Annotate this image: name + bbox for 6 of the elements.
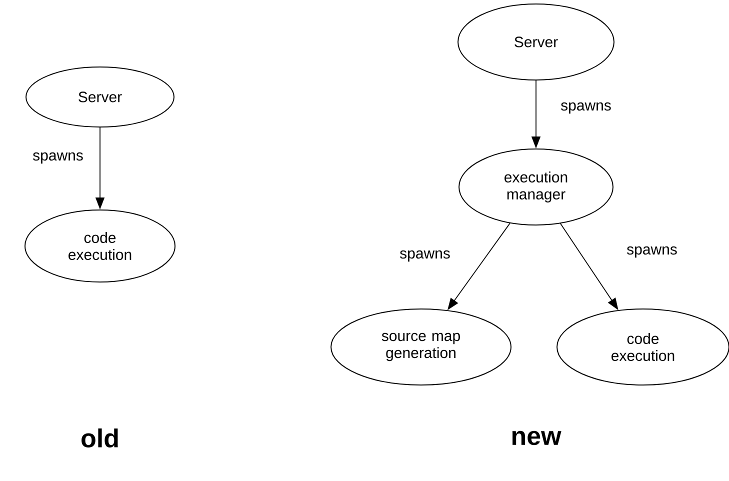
edge-label: spawns xyxy=(560,101,612,115)
panel-caption: new xyxy=(512,430,562,446)
edge-label: spawns xyxy=(398,249,452,263)
panel-caption: old xyxy=(82,428,118,448)
edge-label: spawns xyxy=(32,151,84,165)
edge-label: spawns xyxy=(626,245,678,259)
